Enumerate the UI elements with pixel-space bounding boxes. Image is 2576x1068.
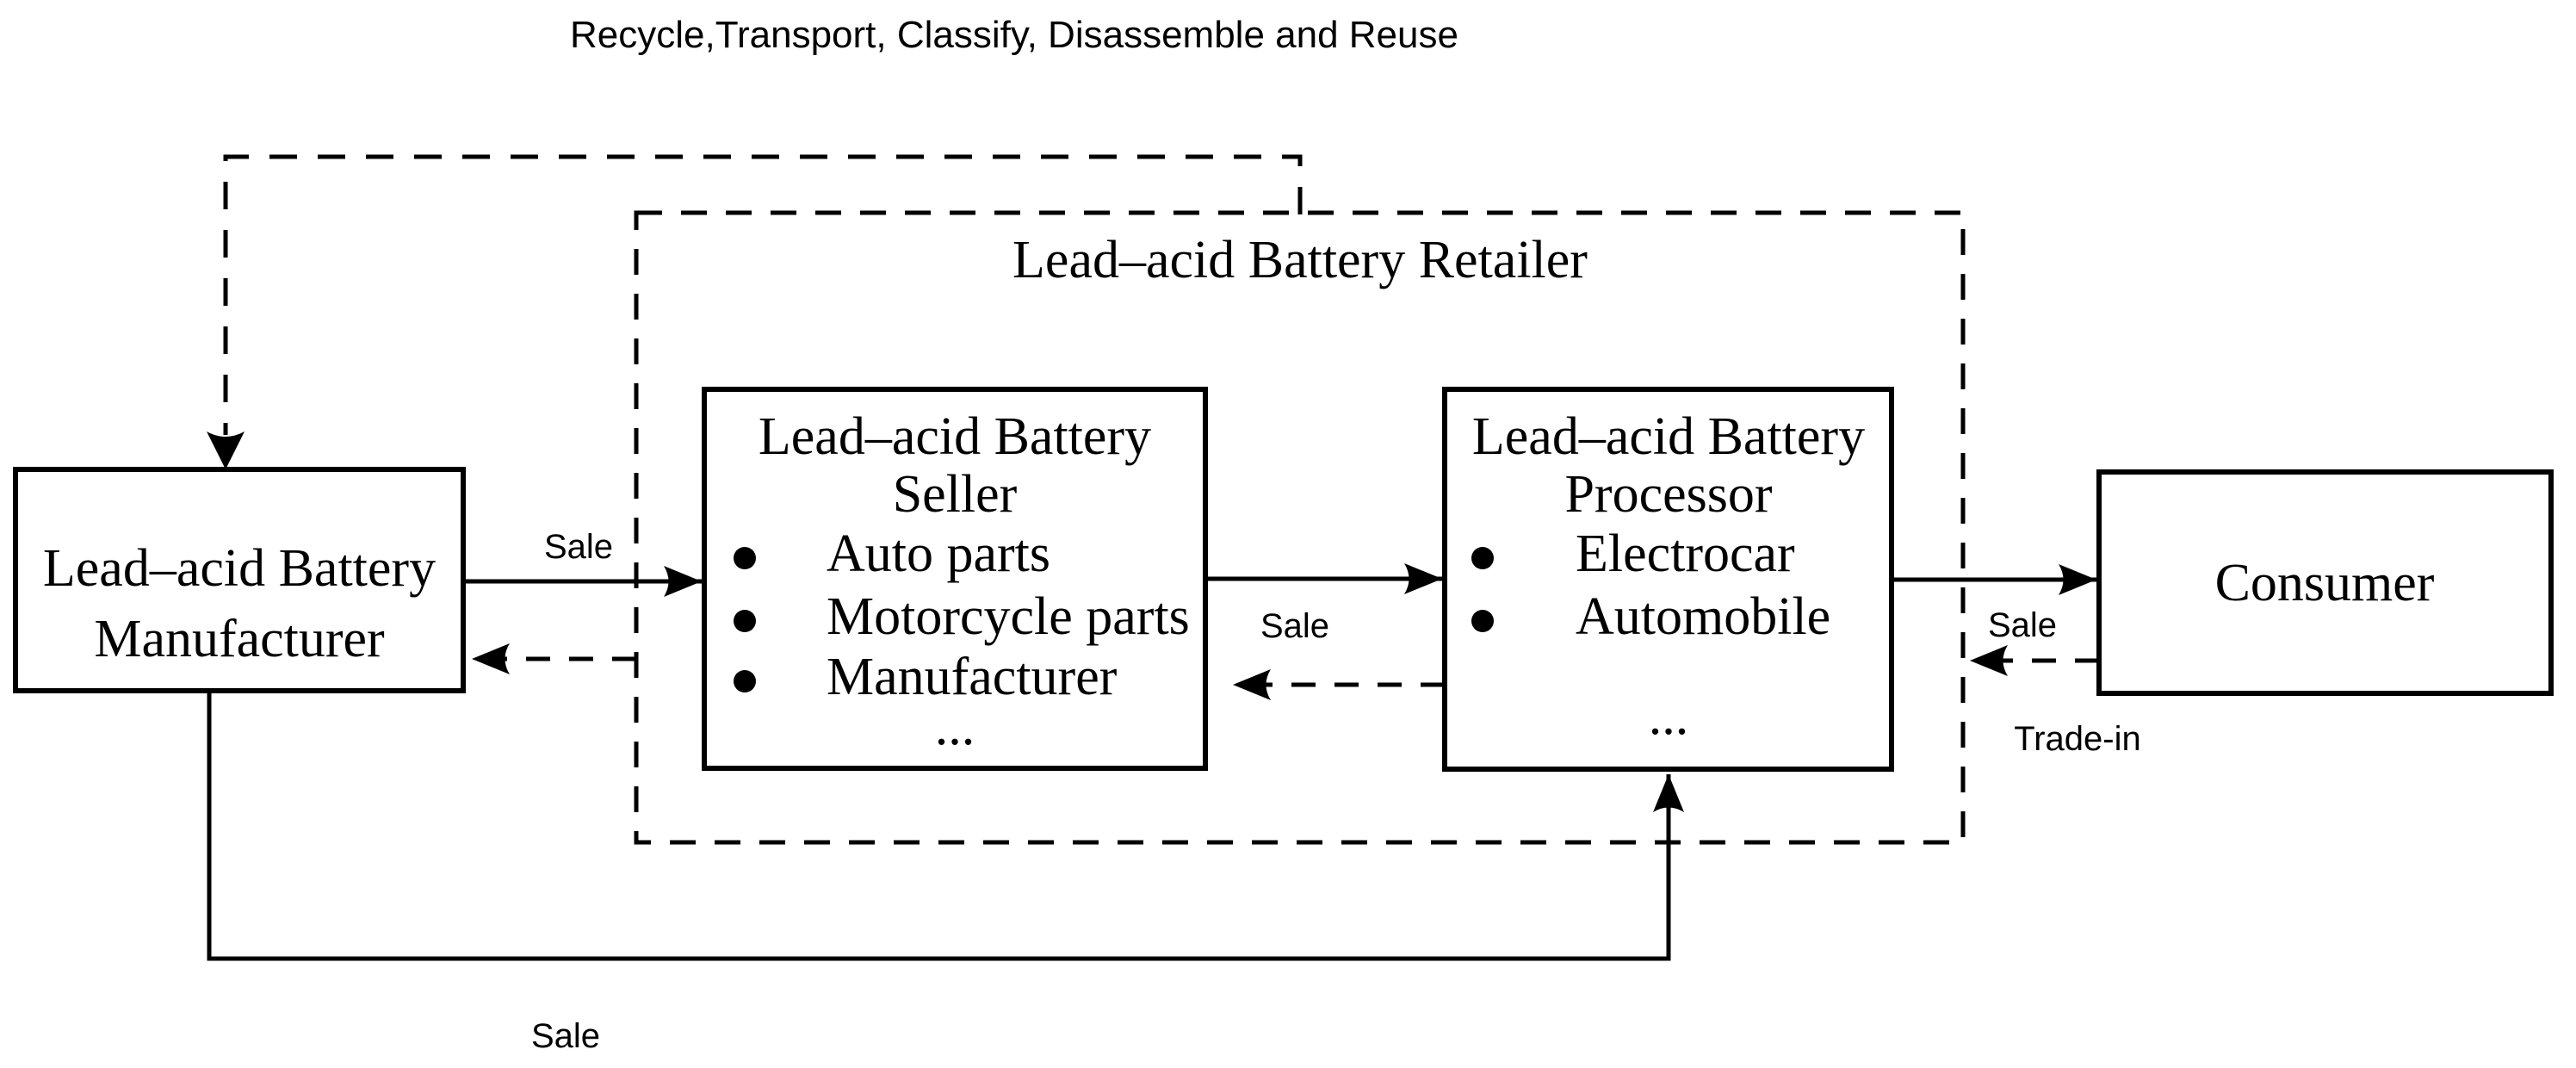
bullet-icon [734, 670, 756, 692]
seller-item: Auto parts [827, 525, 1050, 583]
processor-item: Automobile [1576, 587, 1830, 646]
processor-label-line2: Processor [1564, 465, 1772, 524]
seller-box [702, 387, 1208, 771]
manufacturer-box [13, 467, 466, 693]
processor-box [1442, 387, 1894, 772]
consumer-box [2096, 469, 2554, 696]
retailer-group-title: Lead–acid Battery Retailer [1012, 231, 1588, 289]
processor-label-line1: Lead–acid Battery [1472, 407, 1865, 466]
processor-item: Electrocar [1576, 525, 1795, 583]
manufacturer-label-line2: Manufacturer [94, 610, 385, 668]
sale-label: Sale [1988, 606, 2057, 644]
seller-item: Motorcycle parts [827, 587, 1190, 646]
seller-label-line1: Lead–acid Battery [759, 407, 1151, 466]
retailer-group-box [634, 210, 1966, 845]
bullet-icon [1471, 610, 1494, 632]
consumer-label: Consumer [2215, 554, 2435, 612]
sale-label: Sale [544, 528, 613, 566]
sale-label: Sale [1260, 607, 1329, 645]
bullet-icon [1471, 547, 1494, 569]
recycle-return-dashed-line [223, 154, 1303, 435]
seller-label-line2: Seller [893, 465, 1018, 524]
sale-label: Sale [531, 1017, 600, 1055]
processor-ellipsis: ... [1649, 687, 1689, 746]
recycle-note-label: Recycle,Transport, Classify, Disassemble… [570, 14, 1458, 56]
bullet-icon [734, 610, 756, 632]
seller-item: Manufacturer [827, 648, 1118, 706]
seller-ellipsis: ... [935, 698, 975, 756]
manufacturer-label-line1: Lead–acid Battery [43, 539, 436, 598]
trade-in-label: Trade-in [2014, 720, 2140, 758]
arrow-down-head-icon [207, 432, 245, 469]
bullet-icon [734, 547, 756, 569]
sale-arrow-manufacturer-to-processor [207, 693, 1684, 961]
